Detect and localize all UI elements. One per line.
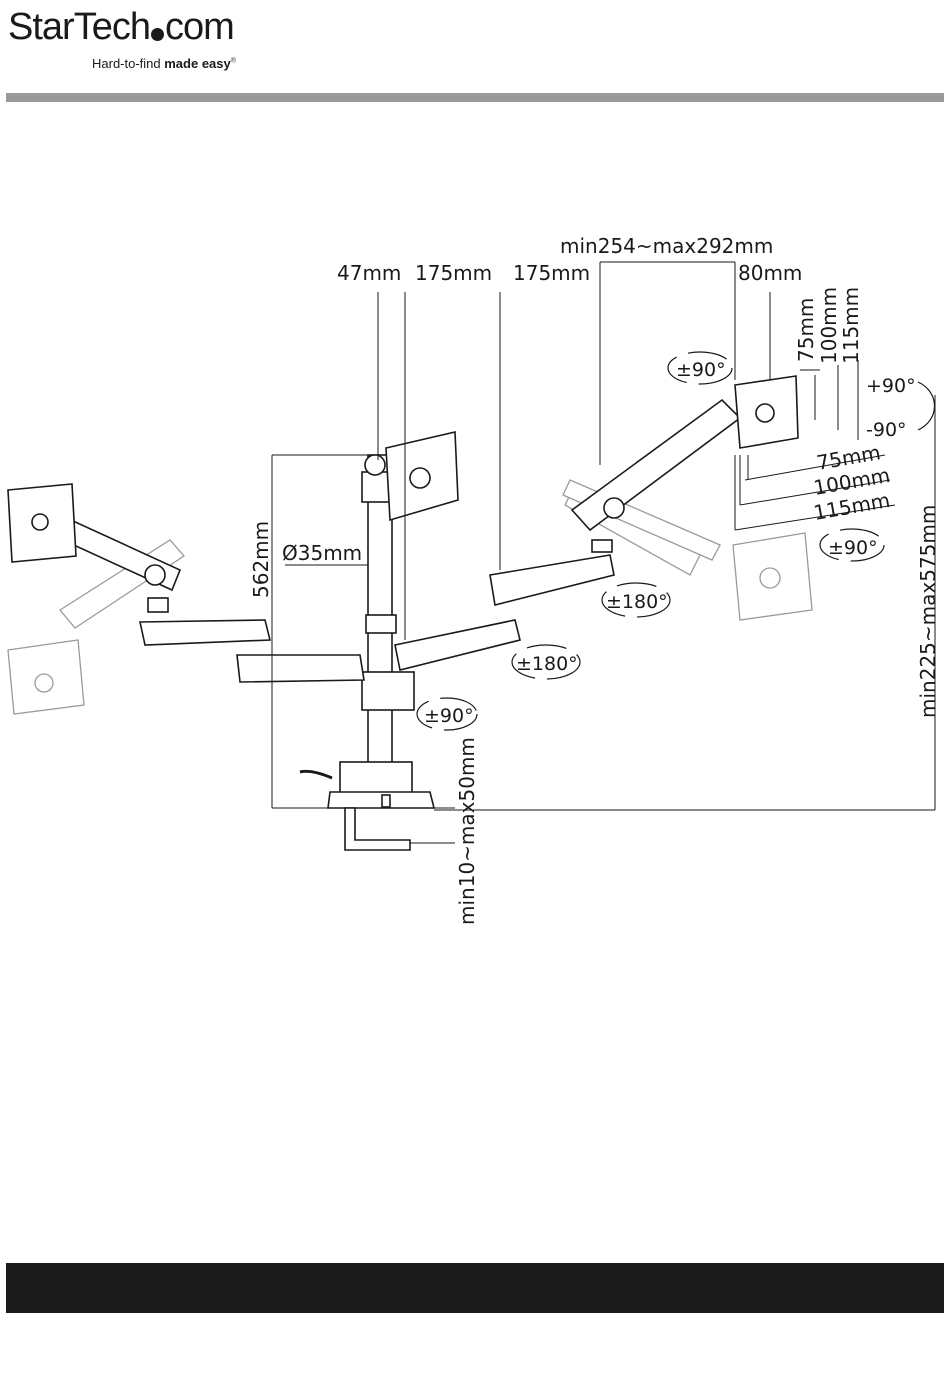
label-height-range: min225~max575mm	[916, 505, 940, 718]
right-arm	[395, 376, 798, 670]
label-offset-80: 80mm	[738, 261, 802, 285]
label-tilt-plus: +90°	[866, 375, 916, 397]
label-vesa-v-115: 115mm	[839, 287, 863, 364]
label-pole-height: 562mm	[249, 521, 273, 598]
label-vesa-v-100: 100mm	[817, 287, 841, 364]
label-offset-47: 47mm	[337, 261, 401, 285]
footer-bar	[6, 1263, 944, 1313]
label-arm-outer: ±180°	[606, 591, 668, 613]
desk-clamp	[300, 762, 434, 850]
label-pole-diameter: Ø35mm	[282, 541, 362, 565]
label-base-rotation: ±90°	[424, 705, 474, 727]
label-span: min254~max292mm	[560, 234, 773, 258]
label-vesa-v-75: 75mm	[794, 298, 818, 362]
label-swivel-right: ±90°	[828, 537, 878, 559]
label-arm-inner: ±180°	[516, 653, 578, 675]
label-tilt-minus: -90°	[866, 419, 907, 441]
label-tilt-top: ±90°	[676, 359, 726, 381]
label-arm-175-a: 175mm	[415, 261, 492, 285]
label-clamp-range: min10~max50mm	[455, 737, 479, 925]
label-arm-175-b: 175mm	[513, 261, 590, 285]
